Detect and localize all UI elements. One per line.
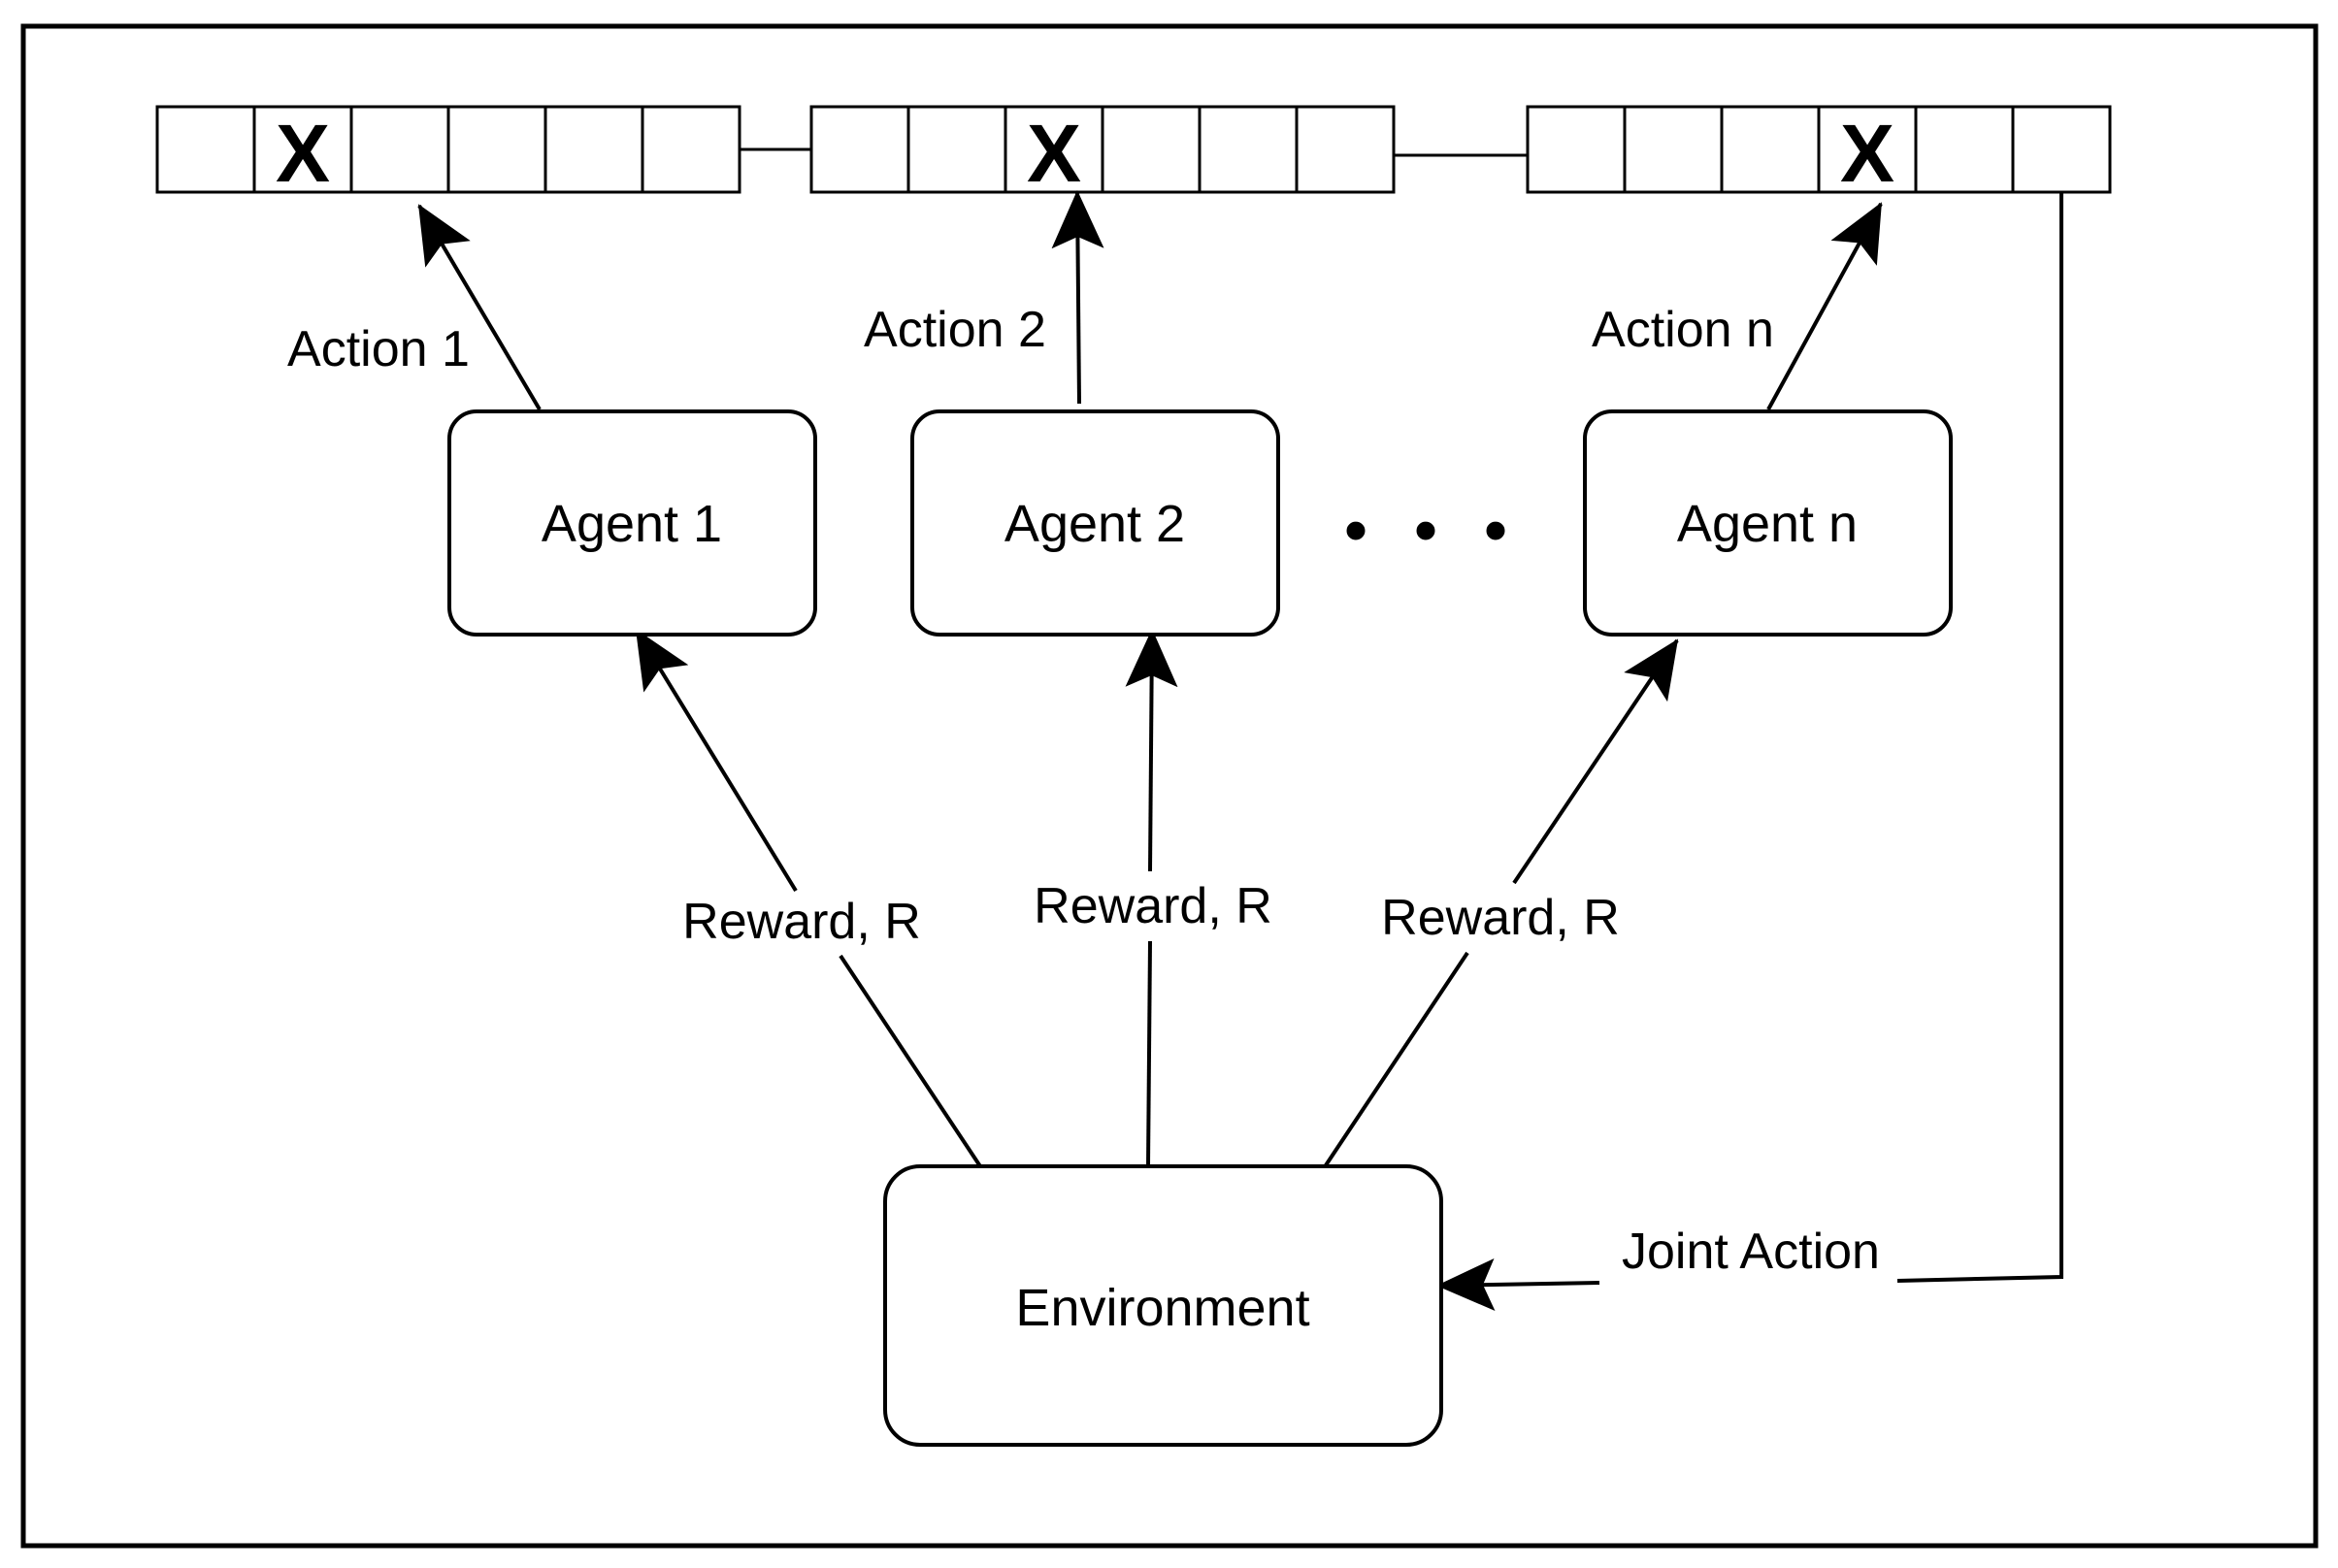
joint-action-label: Joint Action bbox=[1622, 1224, 1880, 1280]
array-cell bbox=[641, 105, 741, 194]
agent-2-box bbox=[910, 409, 1280, 637]
array-cell bbox=[155, 105, 256, 194]
array-cell bbox=[1526, 105, 1627, 194]
reward-2-label: Reward, R bbox=[1034, 878, 1272, 934]
array-cell bbox=[1914, 105, 2015, 194]
agent-2-node: Agent 2 bbox=[910, 409, 1280, 637]
reward-arrow-1-upper bbox=[635, 629, 798, 893]
array-cell bbox=[809, 105, 910, 194]
agent-1-node: Agent 1 bbox=[447, 409, 817, 637]
array-cell bbox=[1198, 105, 1299, 194]
array-cell bbox=[252, 105, 353, 194]
action-2-label: Action 2 bbox=[864, 302, 1046, 358]
joint-action-line bbox=[1896, 192, 2063, 1283]
action-1-label: Action 1 bbox=[287, 321, 470, 377]
environment-label: Environment bbox=[1015, 1279, 1309, 1337]
array-cell bbox=[2011, 105, 2112, 194]
reward-1-label: Reward, R bbox=[682, 894, 921, 950]
action-array-2: X bbox=[809, 105, 1396, 199]
reward-arrow-2-upper bbox=[1125, 629, 1178, 872]
action-n-label: Action n bbox=[1592, 302, 1774, 358]
array-cell bbox=[446, 105, 547, 194]
environment-box bbox=[883, 1164, 1443, 1447]
agent-1-label: Agent 1 bbox=[542, 495, 722, 553]
agent-n-label: Agent n bbox=[1677, 495, 1858, 553]
environment-node: Environment bbox=[883, 1164, 1443, 1447]
action-array-1: X bbox=[155, 105, 741, 199]
array-cell-mark: X bbox=[1027, 108, 1081, 199]
reward-arrow-1-lower bbox=[839, 954, 982, 1168]
reward-arrow-n-upper bbox=[1512, 638, 1679, 885]
array-cell bbox=[349, 105, 450, 194]
joint-action-arrow bbox=[1436, 1258, 1600, 1311]
action-arrow-1 bbox=[417, 204, 542, 411]
agents-ellipsis: • • • bbox=[1344, 492, 1521, 568]
agent-n-node: Agent n bbox=[1583, 409, 1953, 637]
action-array-n: X bbox=[1526, 105, 2112, 199]
reward-n-label: Reward, R bbox=[1381, 890, 1620, 946]
action-arrow-2 bbox=[1051, 190, 1104, 405]
agent-1-box bbox=[447, 409, 817, 637]
agent-n-box bbox=[1583, 409, 1953, 637]
array-cell bbox=[1720, 105, 1821, 194]
array-cell bbox=[1295, 105, 1396, 194]
outer-frame bbox=[20, 23, 2319, 1549]
array-cell bbox=[1101, 105, 1202, 194]
reward-arrow-n-lower bbox=[1320, 951, 1469, 1173]
action-arrow-n bbox=[1766, 202, 1883, 410]
array-cell bbox=[543, 105, 644, 194]
agent-2-label: Agent 2 bbox=[1004, 495, 1185, 553]
array-cell bbox=[1623, 105, 1724, 194]
reward-arrow-2-lower bbox=[1146, 940, 1152, 1167]
array-cell-mark: X bbox=[276, 108, 330, 199]
array-cell-mark: X bbox=[1840, 108, 1894, 199]
array-cell bbox=[906, 105, 1007, 194]
